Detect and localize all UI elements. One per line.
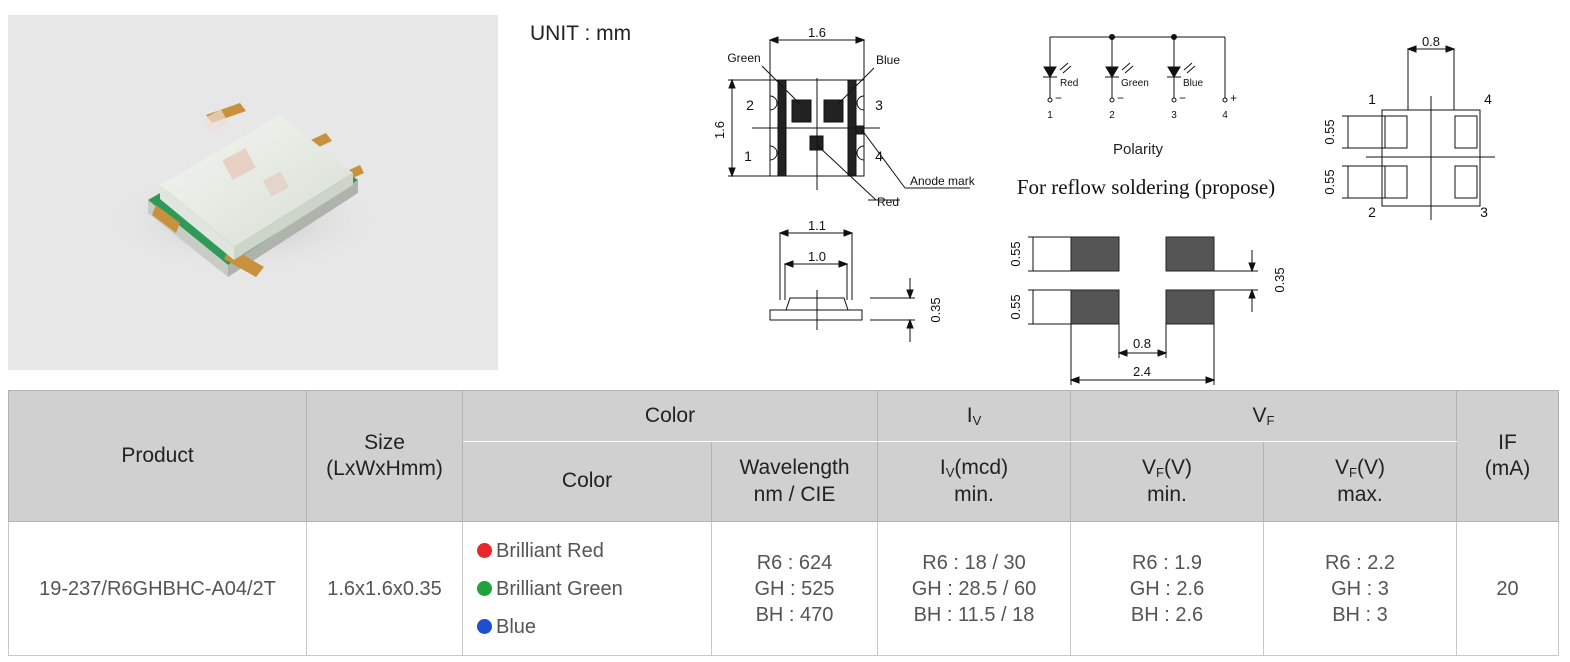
polarity-minus-2: −: [1117, 91, 1124, 105]
top-pin-1: 1: [744, 148, 752, 164]
blue-dot-icon: [477, 618, 492, 634]
top-height-label: 1.6: [712, 121, 727, 139]
bottom-pin-4: 4: [1484, 91, 1492, 107]
size-cell: 1.6x1.6x0.35: [306, 521, 463, 656]
top-view-drawing: 1.6 1.6 Green Blue Red Anode mark: [712, 25, 976, 209]
polarity-red-label: Red: [1060, 78, 1078, 89]
bottom-view-drawing: 0.8 0.55 0.55 1 4 2 3: [1322, 34, 1495, 220]
reflow-inner: 0.8: [1133, 336, 1151, 351]
polarity-pin-2: 2: [1109, 110, 1115, 121]
iv-header: IV(mcd)min.: [877, 441, 1071, 522]
if-cell: 20: [1456, 521, 1559, 656]
side-view-drawing: 1.1 1.0 0.35: [769, 218, 943, 342]
polarity-blue-label: Blue: [1183, 78, 1203, 89]
dimension-drawings: 1.6 1.6 Green Blue Red Anode mark: [712, 25, 1495, 385]
product-photo: [8, 15, 498, 370]
bottom-pin-1: 1: [1368, 91, 1376, 107]
bottom-pin-3: 3: [1480, 204, 1488, 220]
polarity-minus-1: −: [1055, 91, 1062, 105]
top-pin-3: 3: [875, 97, 883, 113]
bottom-h1: 0.55: [1322, 119, 1337, 144]
reflow-outer: 2.4: [1133, 364, 1151, 379]
color-item-blue: Blue: [477, 608, 707, 646]
color-item-red: Brilliant Red: [477, 532, 707, 570]
red-dot-icon: [477, 542, 492, 558]
reflow-pad-drawing: 0.55 0.55 0.35 0.8 2.4: [1008, 236, 1287, 385]
color-cell: Brilliant Red Brilliant Green Blue: [462, 521, 712, 656]
blue-label: Blue: [876, 53, 900, 67]
vf-group-header: VF: [1070, 390, 1457, 442]
product-cell: 19-237/R6GHBHC-A04/2T: [8, 521, 307, 656]
polarity-pin-4: 4: [1222, 110, 1228, 121]
bottom-h2: 0.55: [1322, 169, 1337, 194]
bottom-width: 0.8: [1422, 34, 1440, 49]
polarity-minus-3: −: [1179, 91, 1186, 105]
polarity-plus: +: [1230, 91, 1237, 105]
polarity-title: Polarity: [1113, 141, 1164, 158]
table-row: 19-237/R6GHBHC-A04/2T 1.6x1.6x0.35 Brill…: [8, 521, 1559, 656]
iv-group-header: IV: [877, 390, 1071, 442]
polarity-pin-3: 3: [1171, 110, 1177, 121]
polarity-pin-1: 1: [1047, 110, 1053, 121]
top-pin-4: 4: [875, 148, 883, 164]
top-width-label: 1.6: [808, 25, 826, 40]
green-dot-icon: [477, 580, 492, 596]
reflow-pad-h2: 0.55: [1008, 294, 1023, 319]
polarity-green-label: Green: [1121, 78, 1149, 89]
anode-mark-label: Anode mark: [910, 174, 976, 188]
led-package-image: [103, 103, 383, 277]
bottom-pin-2: 2: [1368, 204, 1376, 220]
green-label: Green: [727, 51, 760, 65]
unit-label: UNIT : mm: [530, 22, 632, 45]
vf-min-header: VF(V)min.: [1070, 441, 1264, 522]
side-width-2: 1.0: [808, 249, 826, 264]
red-label: Red: [877, 195, 899, 209]
spec-table: Product Size(LxWxHmm) Color IV VF IF(mA)…: [8, 390, 1559, 656]
color-header: Color: [462, 441, 712, 522]
product-header: Product: [8, 390, 307, 522]
color-item-green: Brilliant Green: [477, 570, 707, 608]
vf-max-header: VF(V)max.: [1263, 441, 1457, 522]
if-header: IF(mA): [1456, 390, 1559, 522]
reflow-pad-h1: 0.55: [1008, 241, 1023, 266]
size-header: Size(LxWxHmm): [306, 390, 463, 522]
top-pin-2: 2: [746, 97, 754, 113]
side-width-1: 1.1: [808, 218, 826, 233]
color-group-header: Color: [462, 390, 878, 442]
polarity-diagram: Red Green Blue − − − + 1 2 3 4 Polarity: [1043, 34, 1237, 158]
reflow-gap: 0.35: [1272, 267, 1287, 292]
side-height-label: 0.35: [928, 297, 943, 322]
reflow-title: For reflow soldering (propose): [1017, 175, 1275, 199]
